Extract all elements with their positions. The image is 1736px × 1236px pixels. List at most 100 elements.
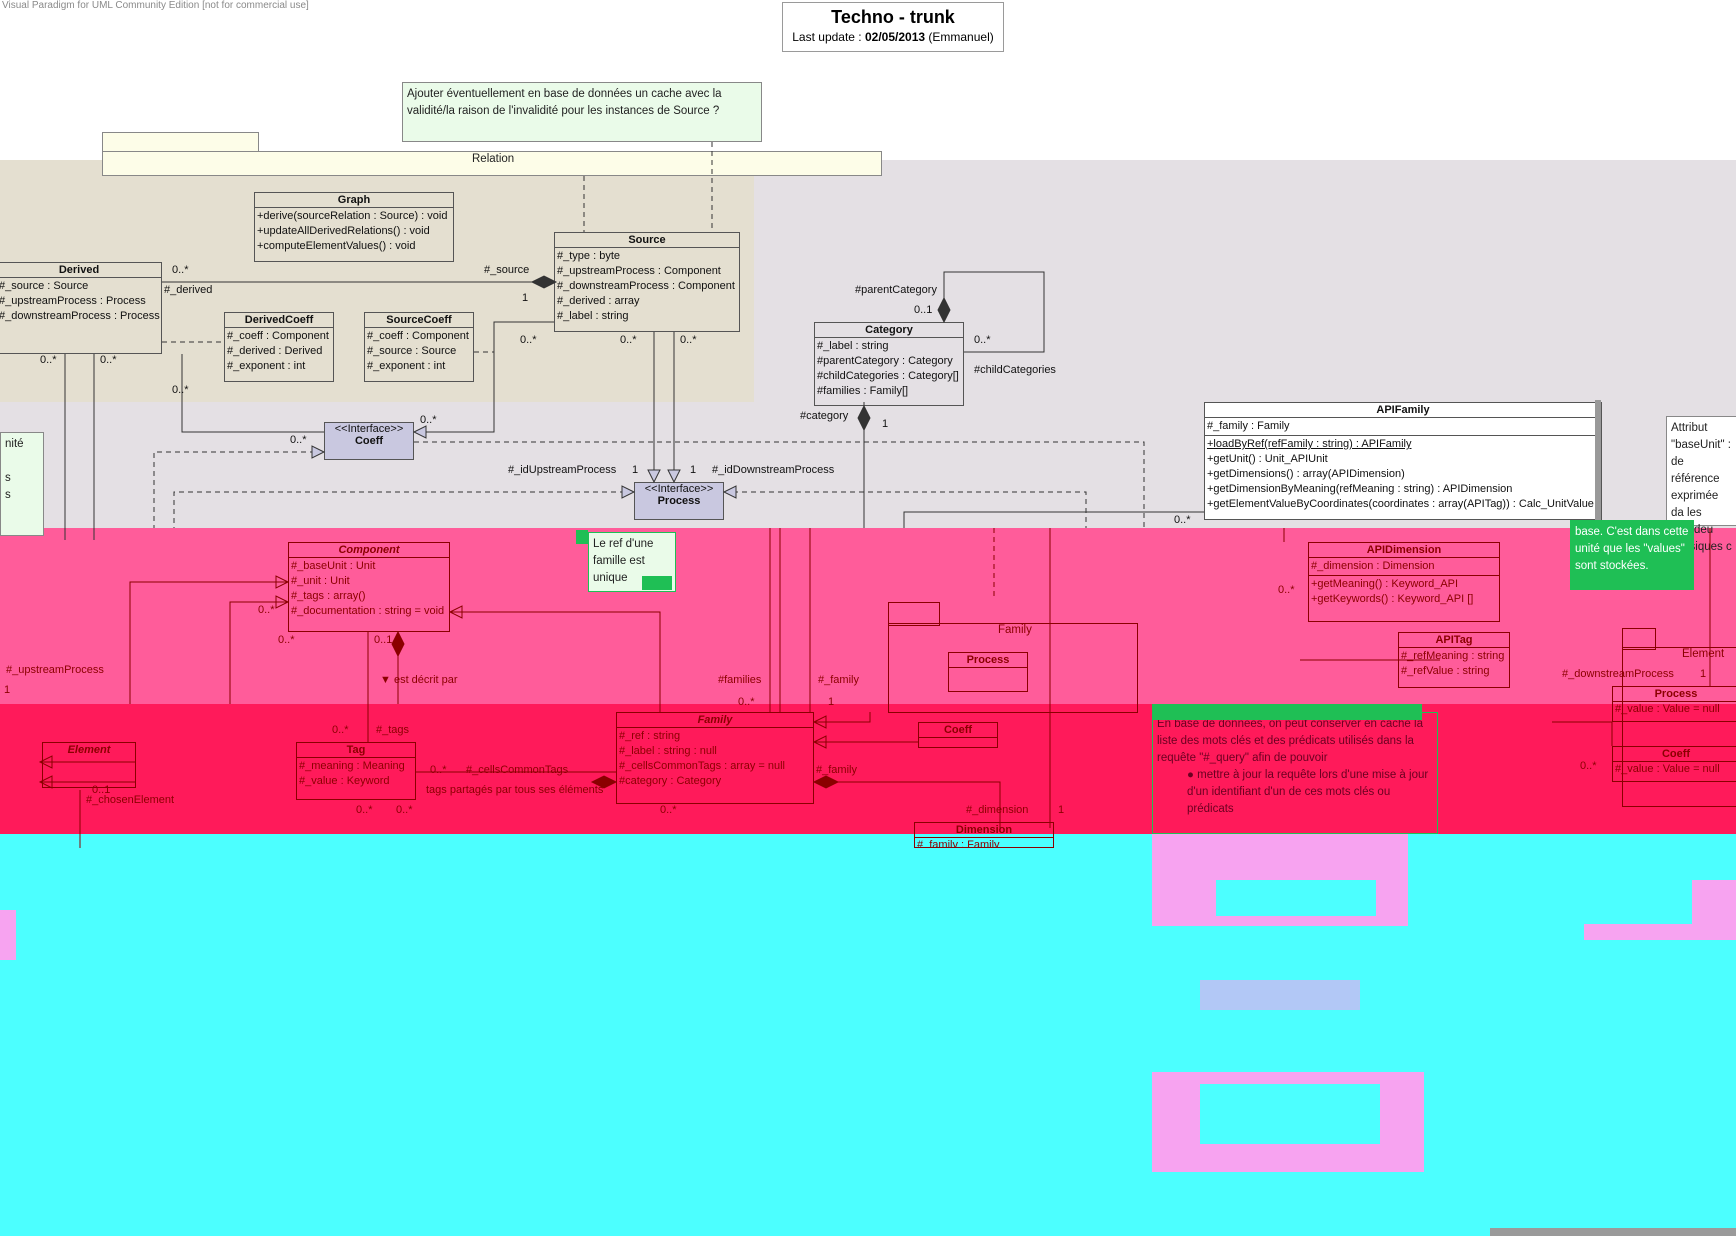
component-attr: #_tags : array() — [291, 590, 366, 602]
dimension-attr: #_family : Family — [917, 839, 1000, 848]
derivedcoeff-attr: #_derived : Derived — [227, 345, 323, 357]
class-process-element-name: Process — [1613, 687, 1736, 702]
element-package-label: Element — [1682, 648, 1725, 660]
label-multiplicity: 0..1 — [914, 304, 933, 316]
derived-attr: #_upstreamProcess : Process — [0, 295, 146, 307]
class-tag-name: Tag — [297, 743, 415, 758]
class-dimension-name: Dimension — [915, 823, 1053, 838]
element-package-tab — [1622, 628, 1656, 650]
label-multiplicity: 0..* — [620, 334, 637, 346]
label-multiplicity: 0..* — [520, 334, 537, 346]
apifamily-op: +getUnit() : Unit_APIUnit — [1207, 453, 1328, 465]
graph-op: +computeElementValues() : void — [257, 240, 416, 252]
class-derivedcoeff-name: DerivedCoeff — [225, 313, 333, 328]
label-multiplicity: 0..* — [420, 414, 437, 426]
source-attr: #_downstreamProcess : Component — [557, 280, 735, 292]
class-source[interactable]: Source #_type : byte #_upstreamProcess :… — [554, 232, 740, 332]
green-artifact — [642, 576, 672, 590]
class-coeff-family[interactable]: Coeff — [918, 722, 998, 748]
interface-coeff[interactable]: <<Interface>> Coeff — [324, 422, 414, 460]
family-attr: #_label : string : null — [619, 745, 717, 757]
class-apidimension[interactable]: APIDimension #_dimension : Dimension +ge… — [1308, 542, 1500, 622]
label-multiplicity: 1 — [522, 292, 529, 304]
note-baseunit-2: base. C'est dans cette unité que les "va… — [1570, 520, 1694, 590]
label-multiplicity: 0..* — [40, 354, 57, 366]
family-package-label: Family — [998, 624, 1032, 636]
derivedcoeff-attr: #_exponent : int — [227, 360, 306, 372]
interface-process-stereotype: <<Interface>> — [644, 483, 714, 495]
class-process-element[interactable]: Process #_value : Value = null — [1612, 686, 1736, 722]
class-family[interactable]: Family #_ref : string #_label : string :… — [616, 712, 814, 804]
label-multiplicity: 1 — [828, 696, 835, 708]
label-multiplicity: 0..* — [660, 804, 677, 816]
class-process-family[interactable]: Process — [948, 652, 1028, 692]
tag-attr: #_value : Keyword — [299, 775, 390, 787]
class-category[interactable]: Category #_label : string #parentCategor… — [814, 322, 964, 406]
class-derived[interactable]: Derived #_source : Source #_upstreamProc… — [0, 262, 162, 354]
last-update-author: (Emmanuel) — [925, 30, 994, 44]
class-apitag[interactable]: APITag #_refMeaning : string #_refValue … — [1398, 632, 1510, 688]
note-cache: Ajouter éventuellement en base de donnée… — [402, 82, 762, 142]
label-family-role-2: #_family — [816, 764, 857, 776]
class-element[interactable]: Element — [42, 742, 136, 788]
cyan-artifact — [1200, 980, 1360, 1010]
component-attr: #_documentation : string = void — [291, 605, 445, 617]
interface-process-name: Process — [657, 495, 701, 507]
class-derived-name: Derived — [0, 263, 161, 278]
source-attr: #_upstreamProcess : Component — [557, 265, 721, 277]
apitag-attr: #_refMeaning : string — [1401, 650, 1505, 662]
label-multiplicity: 0..* — [356, 804, 373, 816]
class-coeff-element-name: Coeff — [1613, 747, 1736, 762]
relation-package-body — [0, 160, 754, 402]
apifamily-op: +getDimensions() : array(APIDimension) — [1207, 468, 1405, 480]
class-source-name: Source — [555, 233, 739, 248]
family-attr: #_ref : string — [619, 730, 681, 742]
interface-coeff-stereotype: <<Interface>> — [334, 423, 404, 435]
class-coeff-element[interactable]: Coeff #_value : Value = null — [1612, 746, 1736, 782]
coeff-element-attr: #_value : Value = null — [1615, 763, 1720, 775]
scrollbar-bottom[interactable] — [1490, 1228, 1736, 1236]
interface-coeff-name: Coeff — [354, 435, 384, 447]
label-idupstream: #_idUpstreamProcess — [508, 464, 617, 476]
relation-package-header — [102, 151, 882, 176]
class-derivedcoeff[interactable]: DerivedCoeff #_coeff : Component #_deriv… — [224, 312, 334, 382]
interface-process[interactable]: <<Interface>> Process — [634, 482, 724, 520]
graph-op: +derive(sourceRelation : Source) : void — [257, 210, 448, 222]
cyan-artifact — [1216, 880, 1376, 916]
label-downstreamprocess: #_downstreamProcess — [1562, 668, 1674, 680]
category-attr: #_label : string — [817, 340, 889, 352]
label-source-role: #_source — [484, 264, 530, 276]
category-attr: #families : Family[] — [817, 385, 909, 397]
label-multiplicity: 1 — [1058, 804, 1065, 816]
label-multiplicity: 0..* — [396, 804, 413, 816]
apidimension-op: +getMeaning() : Keyword_API — [1311, 578, 1459, 590]
label-multiplicity: 0..1 — [92, 784, 111, 796]
class-apifamily[interactable]: APIFamily #_family : Family +loadByRef(r… — [1204, 402, 1602, 520]
label-multiplicity: 1 — [4, 684, 11, 696]
label-multiplicity: 0..* — [1580, 760, 1597, 772]
class-sourcecoeff-name: SourceCoeff — [365, 313, 473, 328]
apitag-attr: #_refValue : string — [1401, 665, 1490, 677]
derived-attr: #_source : Source — [0, 280, 89, 292]
class-graph[interactable]: Graph +derive(sourceRelation : Source) :… — [254, 192, 454, 262]
label-decrit: ▼ est décrit par — [380, 674, 458, 686]
title-box: Techno - trunk Last update : 02/05/2013 … — [782, 2, 1004, 52]
label-multiplicity: 0..1 — [374, 634, 393, 646]
class-component[interactable]: Component #_baseUnit : Unit #_unit : Uni… — [288, 542, 450, 632]
class-sourcecoeff[interactable]: SourceCoeff #_coeff : Component #_source… — [364, 312, 474, 382]
family-package — [888, 623, 1138, 713]
label-multiplicity: 0..* — [1278, 584, 1295, 596]
class-apidimension-name: APIDimension — [1309, 543, 1499, 558]
label-chosenelement: #_chosenElement — [86, 794, 175, 806]
category-attr: #parentCategory : Category — [817, 355, 953, 367]
class-dimension[interactable]: Dimension #_family : Family — [914, 822, 1054, 848]
class-tag[interactable]: Tag #_meaning : Meaning #_value : Keywor… — [296, 742, 416, 800]
derivedcoeff-attr: #_coeff : Component — [227, 330, 329, 342]
cyan-artifact — [1584, 880, 1692, 924]
cyan-artifact — [0, 910, 16, 960]
label-multiplicity: 0..* — [738, 696, 755, 708]
label-decrit-text: est décrit par — [393, 674, 458, 686]
element-package — [1622, 647, 1736, 807]
note-db-bullet-text: mettre à jour la requête lors d'une mise… — [1187, 769, 1429, 815]
